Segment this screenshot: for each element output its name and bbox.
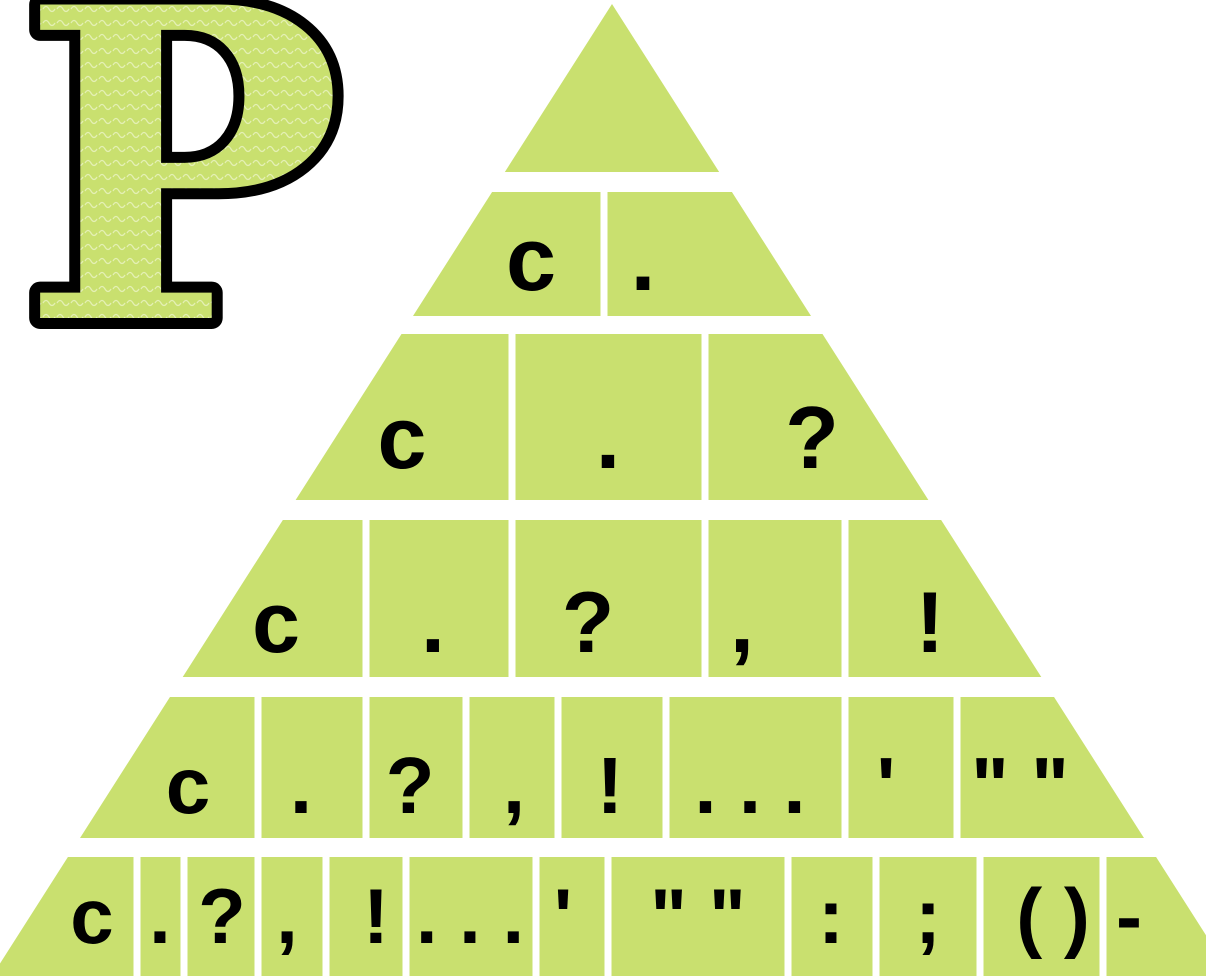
pyramid-band bbox=[413, 192, 811, 316]
pyramid-cell-label: c bbox=[70, 872, 113, 960]
pyramid-row bbox=[505, 4, 719, 172]
pyramid-cell-label: c bbox=[252, 575, 300, 671]
pyramid-row: c.?,! . . . ' " ":; ( )- bbox=[0, 856, 1206, 976]
pyramid-cell-label: . bbox=[421, 575, 445, 671]
pyramid-cell-label: , bbox=[730, 575, 754, 671]
pyramid-cell-label: . bbox=[149, 872, 171, 960]
pyramid-cell-label: c bbox=[378, 388, 427, 487]
logo-letter-fill: P bbox=[20, 0, 343, 420]
pyramid-cell-label: . bbox=[630, 210, 655, 310]
logo-letter-p: P P bbox=[20, 0, 343, 420]
pyramid-cell-label: ; bbox=[915, 872, 941, 960]
pyramid-cell-label: : bbox=[818, 872, 844, 960]
pyramid-cell-label: c bbox=[506, 210, 556, 310]
pyramid-cell-label: " " bbox=[971, 741, 1069, 830]
pyramid-cell-label: c bbox=[166, 741, 211, 830]
pyramid-row: c.? bbox=[296, 333, 929, 501]
pyramid-cell-label: . bbox=[596, 388, 620, 487]
pyramid-cell-label: ' bbox=[876, 741, 895, 830]
pyramid-cell-label: ! bbox=[916, 575, 945, 671]
pyramid-cell-label: - bbox=[1116, 872, 1142, 960]
pyramid-cell-label: ? bbox=[386, 741, 435, 830]
pyramid-cell-label: ! bbox=[597, 741, 624, 830]
pyramid-cell-label: " " bbox=[650, 872, 746, 960]
pyramid-row: c.?,! bbox=[183, 519, 1042, 678]
pyramid-cell-label: . . . bbox=[694, 741, 805, 830]
pyramid-cell-label: ' bbox=[554, 872, 573, 960]
pyramid-row: c.?,! . . . ' " " bbox=[80, 696, 1144, 839]
pyramid-cell-label: . . . bbox=[416, 872, 524, 960]
pyramid-cell-label: ? bbox=[198, 872, 246, 960]
pyramid-cell-label: ! bbox=[363, 872, 389, 960]
pyramid-cell-label: . bbox=[290, 741, 312, 830]
pyramid-cell-label: , bbox=[276, 872, 298, 960]
pyramid-band bbox=[505, 4, 719, 172]
pyramid-row: c. bbox=[413, 191, 811, 317]
pyramid-cell-label: ? bbox=[785, 388, 839, 487]
pyramid-cell-label: , bbox=[503, 741, 525, 830]
pyramid-cell-label: ( ) bbox=[1016, 872, 1090, 960]
pyramid-cell-label: ? bbox=[562, 575, 615, 671]
